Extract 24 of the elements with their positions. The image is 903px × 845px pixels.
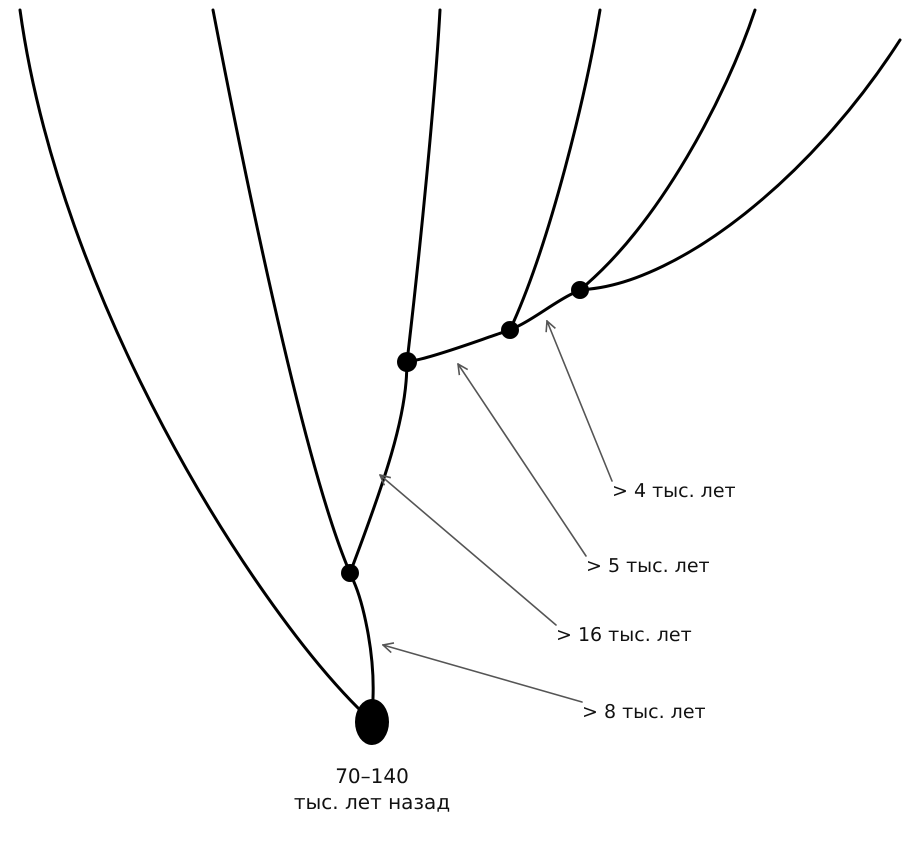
branch-point-dot: [571, 281, 589, 299]
tree-branch: [512, 8, 602, 324]
branch-point-dot: [341, 564, 359, 582]
time-label: > 4 тыс. лет: [612, 481, 736, 502]
branch-point-dot: [501, 321, 519, 339]
time-label: > 16 тыс. лет: [556, 625, 692, 646]
leader-arrow: [379, 474, 557, 626]
tree-branch: [406, 8, 442, 354]
tree-branch: [516, 292, 574, 328]
branch-point-dot: [397, 352, 417, 372]
tree-branch: [587, 38, 902, 291]
time-label: > 5 тыс. лет: [586, 556, 710, 577]
leader-arrow: [382, 642, 583, 703]
tree-branch: [585, 8, 756, 286]
age-label: 70–140 тыс. лет назад: [292, 763, 452, 815]
tree-branch: [352, 370, 408, 566]
tree-branch: [212, 8, 348, 566]
root-dot: [355, 699, 389, 745]
tree-branch: [18, 8, 360, 710]
leader-arrow: [457, 363, 587, 557]
tree-branch: [415, 331, 503, 362]
tree-branch: [352, 580, 375, 701]
time-label: > 8 тыс. лет: [582, 702, 706, 723]
leader-arrow: [545, 320, 613, 482]
